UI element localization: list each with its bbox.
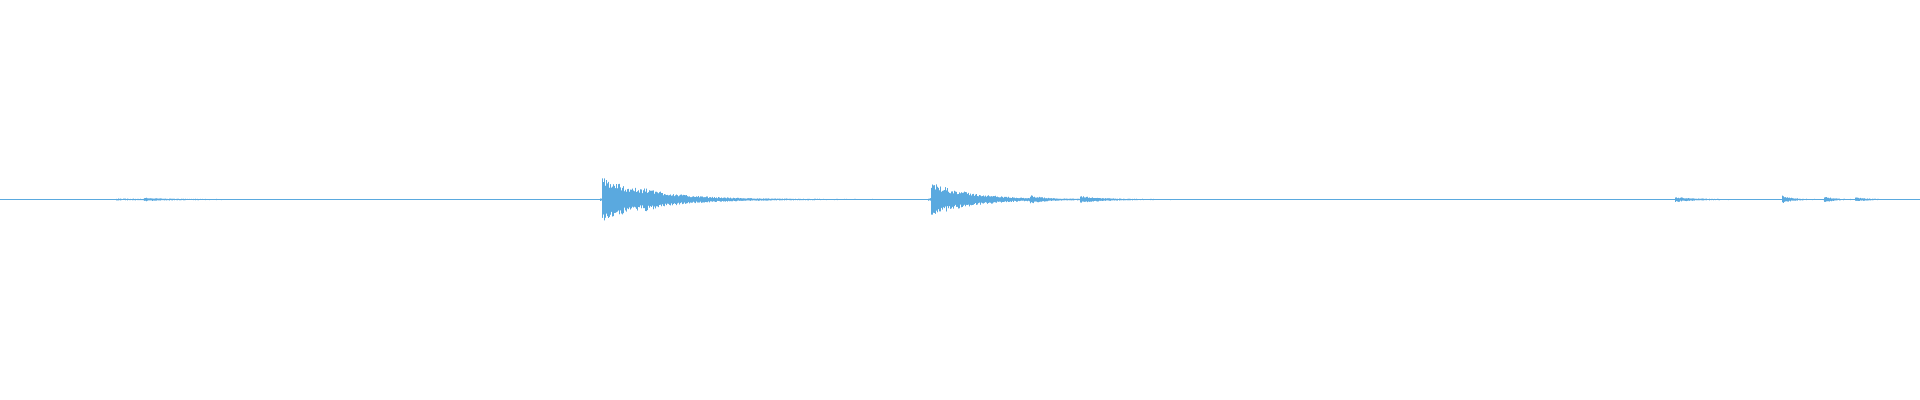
waveform-samples: [0, 178, 1920, 221]
waveform-trace: [0, 178, 1920, 221]
